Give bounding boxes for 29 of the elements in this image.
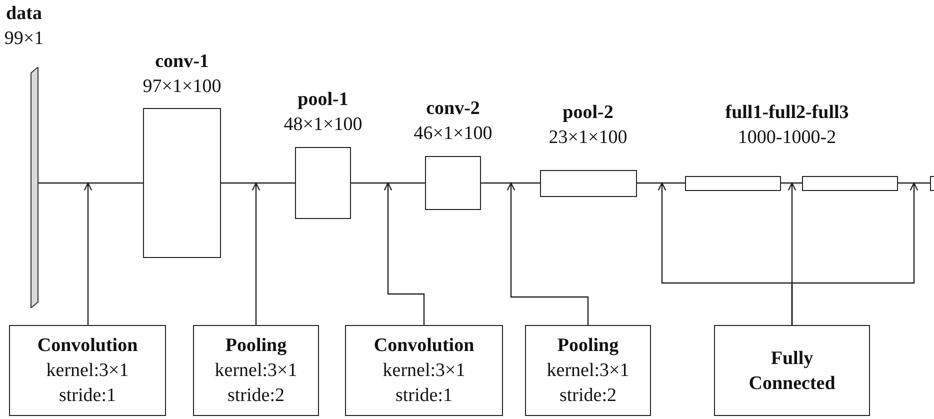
connector-line — [898, 182, 930, 184]
arrow — [252, 182, 260, 325]
layer-size: 99×1 — [4, 27, 44, 51]
connector-line — [38, 182, 143, 184]
connector-line — [637, 182, 685, 184]
layer-size: 46×1×100 — [414, 122, 492, 146]
layer-name: pool-1 — [298, 88, 348, 112]
layer-name: conv-1 — [155, 50, 209, 74]
layer-size: 23×1×100 — [548, 126, 628, 150]
arrow — [84, 182, 92, 325]
layer-size: 1000-1000-2 — [738, 126, 836, 150]
operation-box: Convolution kernel:3×1 stride:1 — [9, 325, 166, 416]
layer-name: pool-2 — [562, 101, 614, 125]
connector-line — [351, 182, 425, 184]
connector-line — [384, 182, 425, 325]
layer-size: 48×1×100 — [284, 113, 362, 137]
connector-line — [506, 182, 589, 325]
operation-box: Pooling kernel:3×1 stride:2 — [525, 325, 651, 416]
layer-name: conv-2 — [426, 97, 480, 121]
operation-box: Pooling kernel:3×1 stride:2 — [193, 325, 319, 416]
connector-line — [481, 182, 540, 184]
layer-size: 97×1×100 — [142, 75, 222, 99]
connector-line — [781, 182, 802, 184]
layer-name: full1-full2-full3 — [725, 101, 849, 125]
layer-name: data — [6, 2, 42, 26]
connector-line — [221, 182, 295, 184]
connector-line — [791, 182, 918, 325]
operation-box: Convolution kernel:3×1 stride:1 — [345, 325, 503, 416]
operation-box: Fully Connected — [714, 325, 870, 416]
